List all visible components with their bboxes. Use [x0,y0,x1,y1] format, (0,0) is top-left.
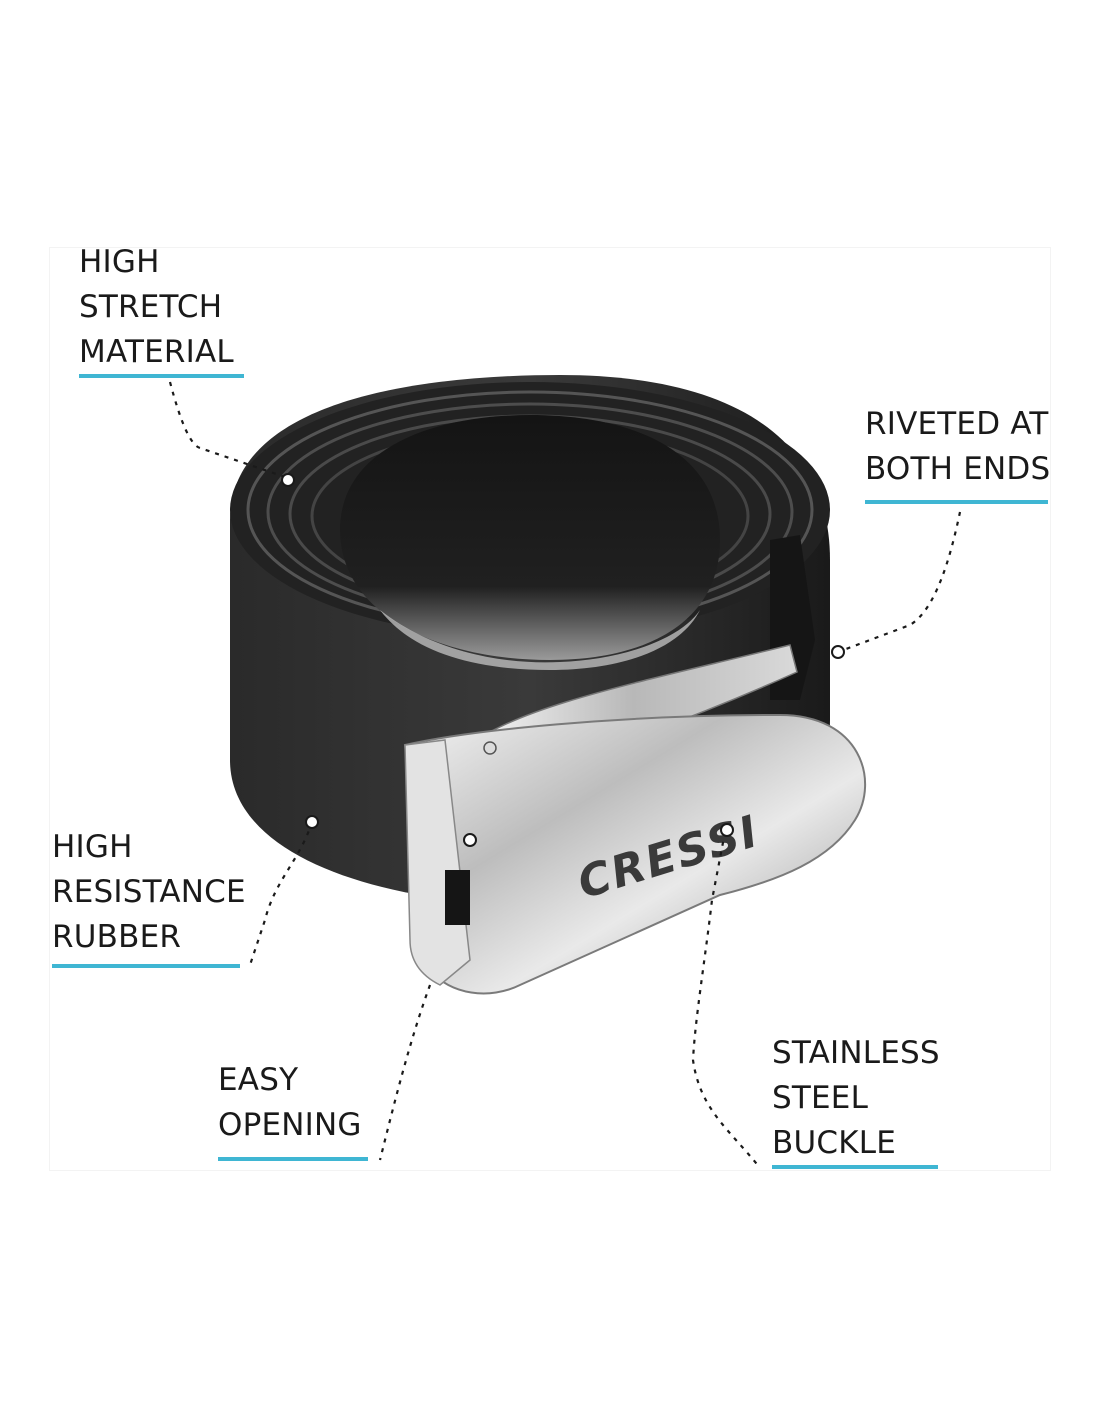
callout-riveted-at-both-ends: RIVETED AT BOTH ENDS [865,402,1050,492]
callout-line: MATERIAL [79,334,234,370]
callout-line: EASY [218,1062,299,1098]
dot-riveted [831,645,845,659]
callout-line: STEEL [772,1080,869,1116]
callout-line: RIVETED AT [865,406,1049,442]
callout-line: RESISTANCE [52,874,246,910]
callout-high-stretch-material: HIGH STRETCH MATERIAL [79,240,234,375]
callout-underline [772,1165,938,1169]
callout-line: RUBBER [52,919,182,955]
dot-stretch [281,473,295,487]
callout-line: BUCKLE [772,1125,896,1161]
callout-underline [52,964,240,968]
dot-easy [463,833,477,847]
callout-line: HIGH [52,829,133,865]
dot-steel [720,823,734,837]
callout-underline [79,374,244,378]
dot-rubber [305,815,319,829]
callout-high-resistance-rubber: HIGH RESISTANCE RUBBER [52,825,246,960]
callout-easy-opening: EASY OPENING [218,1058,362,1148]
callout-line: STAINLESS [772,1035,940,1071]
callout-dots [281,473,845,847]
callout-line: BOTH ENDS [865,451,1051,487]
steel-buckle: CRESSI [403,644,867,995]
leader-lines [168,381,962,1169]
callout-line: STRETCH [79,289,223,325]
callout-stainless-steel-buckle: STAINLESS STEEL BUCKLE [772,1031,940,1166]
callout-underline [218,1157,368,1161]
callout-line: HIGH [79,244,160,280]
callout-line: OPENING [218,1107,362,1143]
callout-underline [865,500,1048,504]
